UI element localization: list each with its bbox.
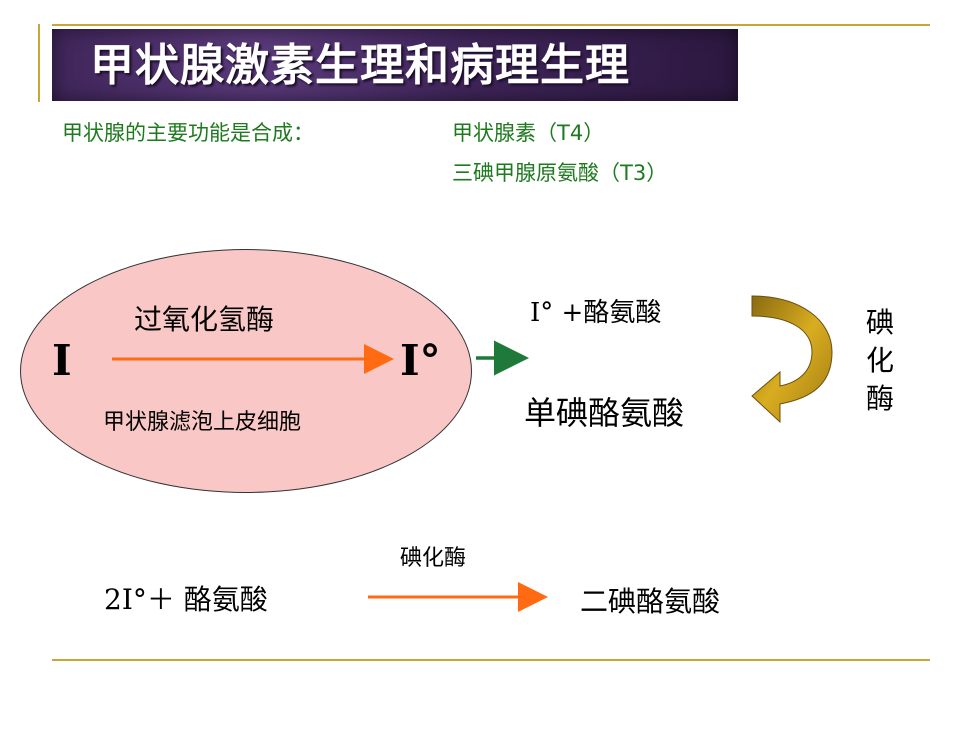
location-label: 甲状腺滤泡上皮细胞 (103, 410, 302, 435)
left-divider (38, 24, 40, 102)
product-t4: 甲状腺素（T4） (452, 121, 605, 145)
monoiodotyrosine-label: 单碘酪氨酸 (524, 394, 685, 432)
iodinase-side-label: 碘化酶 (865, 306, 894, 415)
bottom-divider (52, 659, 930, 661)
active-iodine-symbol: I° (400, 336, 441, 385)
peroxidase-label: 过氧化氢酶 (134, 303, 275, 336)
follicle-cell-ellipse (20, 249, 472, 493)
title-banner (52, 29, 738, 101)
curved-arrow-icon (751, 295, 833, 424)
iodide-symbol: I (52, 336, 72, 385)
equation-reactants: 2I°＋ 酪氨酸 (104, 583, 268, 616)
slide-title: 甲状腺激素生理和病理生理 (90, 40, 630, 91)
intro-text: 甲状腺的主要功能是合成： (62, 121, 314, 145)
product-t3: 三碘甲腺原氨酸（T3） (452, 161, 668, 185)
top-divider (52, 24, 930, 26)
equation-enzyme: 碘化酶 (400, 546, 467, 571)
reaction-input: I° +酪氨酸 (530, 298, 662, 328)
equation-product: 二碘酪氨酸 (580, 585, 721, 618)
